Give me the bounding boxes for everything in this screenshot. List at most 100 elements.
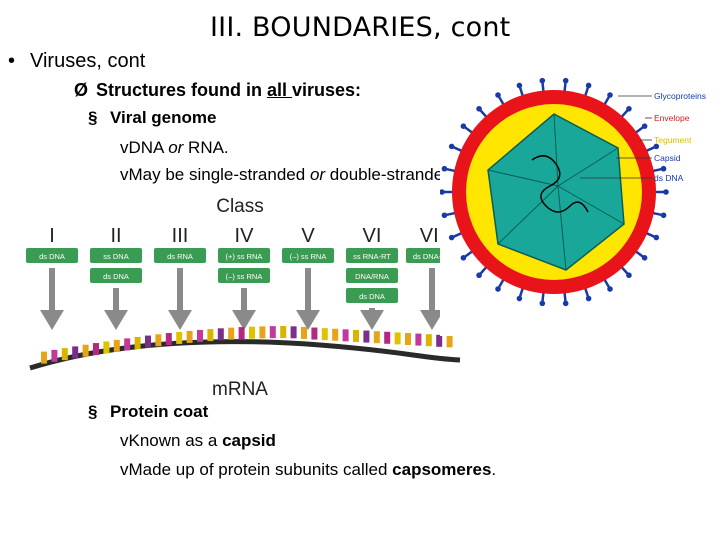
bullet-text-a: Made up of protein subunits called — [128, 460, 393, 479]
spike-head — [460, 123, 467, 129]
bullet-text: Protein coat — [110, 402, 209, 421]
mrna-base — [238, 327, 245, 340]
spike-head — [441, 165, 448, 172]
mrna-base — [165, 333, 172, 346]
capsid-facets — [487, 113, 625, 271]
mrna-bases — [41, 326, 453, 364]
mrna-base — [290, 326, 297, 339]
bullet-text-a: Known as a — [128, 431, 223, 450]
arrow-shaft — [429, 268, 435, 310]
genome-type-box — [90, 248, 142, 263]
spike-head — [585, 295, 592, 302]
virus-part-label: Envelope — [654, 113, 690, 123]
check-marker: v — [120, 138, 129, 157]
mrna-base — [124, 338, 131, 351]
genome-type-label: ss RNA-RT — [353, 252, 391, 261]
mrna-base — [93, 343, 99, 356]
arrow-head — [296, 310, 320, 330]
bullet-text-b: RNA. — [183, 138, 229, 157]
spike-head — [660, 165, 667, 172]
spike-head — [448, 143, 455, 150]
spike-head — [439, 189, 445, 195]
mrna-base — [353, 329, 359, 342]
bullet-capsid: vKnown as a capsid — [120, 431, 276, 451]
virus-part-label: ds DNA — [654, 173, 684, 183]
bullet-text: Viral genome — [110, 108, 217, 127]
arrow-shaft — [49, 268, 55, 310]
mrna-base — [186, 330, 193, 343]
genome-type-label: (+) ss RNA — [226, 252, 263, 261]
mrna-base — [373, 331, 380, 344]
arrow-shaft — [369, 308, 375, 310]
spike-head — [448, 234, 455, 241]
genome-type-box — [346, 248, 398, 263]
genome-type-box — [346, 288, 398, 303]
arrow-head — [40, 310, 64, 330]
mrna-base — [155, 334, 162, 347]
spike-head — [660, 212, 667, 219]
spike-head — [626, 105, 632, 112]
mrna-base — [72, 346, 79, 359]
bullet-protein-coat: §Protein coat — [88, 402, 208, 422]
mrna-base — [259, 326, 266, 339]
bullet-text-strong: capsid — [222, 431, 276, 450]
bullet-marker: • — [8, 50, 16, 72]
class-numeral: III — [172, 225, 189, 247]
label-leaders — [580, 95, 652, 179]
virus-part-label: Glycoproteins — [654, 91, 706, 101]
genome-type-label: ss DNA — [103, 252, 128, 261]
mrna-base — [217, 328, 224, 341]
genome-type-label: ds DNA — [359, 292, 385, 301]
class-numeral: V — [301, 225, 315, 247]
arrow-shaft — [113, 288, 119, 310]
mrna-base — [384, 331, 391, 344]
bullet-dna-or-rna: vDNA or RNA. — [120, 138, 229, 158]
spike-head — [653, 143, 660, 150]
spike-head — [539, 300, 546, 307]
dsdna-strand — [531, 155, 589, 213]
bullet-text-a: DNA — [128, 138, 169, 157]
spike-head — [539, 77, 546, 84]
bullet-text-underlined: all — [267, 80, 293, 100]
genome-type-box — [90, 268, 142, 283]
genome-type-label: ds RNA — [167, 252, 193, 261]
genome-type-label: (–) ss RNA — [290, 252, 327, 261]
bullet-text: Viruses, cont — [30, 50, 146, 72]
mrna-label: mRNA — [212, 379, 268, 400]
spike-head — [585, 82, 592, 89]
spike-head — [562, 77, 569, 84]
mrna-base — [176, 331, 183, 344]
class-numeral: IV — [235, 225, 255, 247]
spike-head — [476, 272, 482, 279]
bullet-text-em: or — [309, 165, 326, 184]
arrow-shaft — [305, 268, 311, 310]
class-numeral: I — [49, 225, 55, 247]
mrna-base — [228, 327, 235, 340]
bullet-viruses: • Viruses, cont — [8, 50, 145, 73]
bullet-viral-genome: § Viral genome — [88, 108, 216, 128]
mrna-base — [332, 328, 339, 341]
virus-part-label: Capsid — [654, 153, 681, 163]
bullet-text-strong: capsomeres — [392, 460, 492, 479]
mrna-strand — [29, 339, 461, 371]
virus-part-label: Tegument — [654, 135, 692, 145]
genome-type-label: ds DNA — [103, 272, 129, 281]
spike-head — [653, 234, 660, 241]
genome-type-label: ds DNA-RT — [413, 252, 452, 261]
mrna-base — [425, 334, 432, 347]
spike-head — [607, 286, 613, 292]
arrow-head — [104, 310, 128, 330]
check-marker: v — [120, 165, 129, 184]
slide-title: III. BOUNDARIES, cont — [210, 12, 511, 43]
bullet-text-em: or — [168, 138, 184, 157]
genome-type-box — [346, 268, 398, 283]
mrna-base — [415, 333, 422, 346]
mrna-base — [321, 328, 328, 341]
square-marker: § — [88, 108, 98, 127]
mrna-base — [145, 335, 151, 348]
genome-type-box — [26, 248, 78, 263]
